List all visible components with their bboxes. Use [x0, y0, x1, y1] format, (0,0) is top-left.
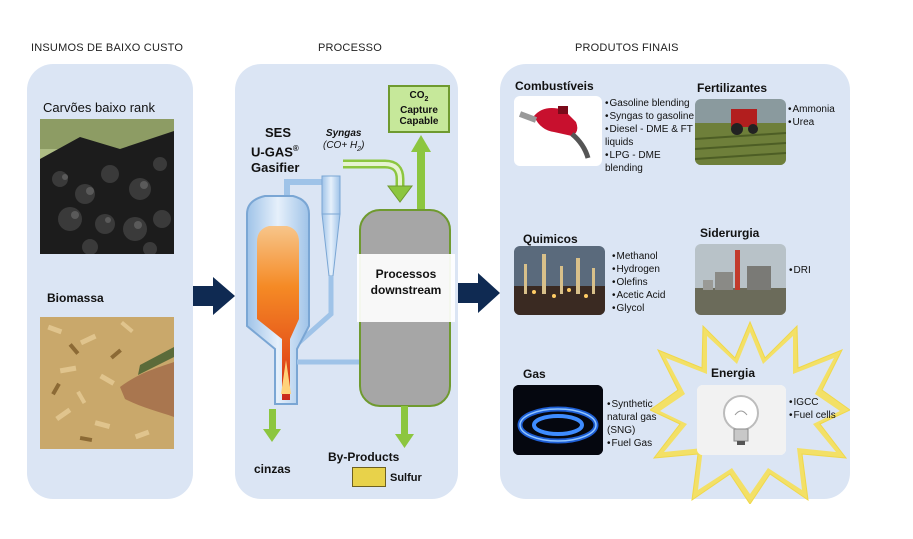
co2-sub: 2: [424, 96, 429, 103]
chemicals-item: Glycol: [612, 302, 692, 315]
fuels-item: Syngas to gasoline: [605, 110, 697, 123]
fuels-list: Gasoline blending Syngas to gasoline Die…: [605, 97, 697, 175]
byproducts-label: By-Products: [328, 450, 400, 464]
gasifier-line3: Gasifier: [251, 160, 300, 176]
co2-arrow-head: [411, 135, 431, 152]
biomass-image: [40, 317, 174, 449]
fertilizers-item: Ammonia: [788, 103, 848, 116]
co2-capture-box: CO2 Capture Capable: [388, 85, 450, 133]
energy-item: IGCC: [789, 396, 847, 409]
co2-text: CO: [409, 90, 425, 101]
steel-title: Siderurgia: [700, 226, 760, 240]
chemicals-item: Methanol: [612, 250, 692, 263]
process-diagram: [246, 135, 455, 448]
fuels-image: [514, 96, 602, 166]
header-process: PROCESSO: [318, 42, 382, 54]
sulfur-label: Sulfur: [390, 472, 422, 484]
sulfur-image: [352, 467, 386, 487]
coal-image: [40, 119, 174, 254]
syngas-sub: 2: [357, 146, 362, 153]
chemicals-list: Methanol Hydrogen Olefins Acetic Acid Gl…: [612, 250, 692, 315]
syngas-arrow-head: [387, 185, 413, 203]
gas-item: Synthetic natural gas (SNG): [607, 398, 669, 437]
gas-item: Fuel Gas: [607, 437, 669, 450]
cyclone: [321, 175, 341, 215]
header-products: PRODUTOS FINAIS: [575, 42, 679, 54]
byproduct-arrow: [395, 434, 414, 448]
syngas-formula: (CO+ H: [323, 140, 358, 151]
downstream-line2: downstream: [370, 283, 442, 297]
fertilizers-list: Ammonia Urea: [788, 103, 848, 129]
gas-image: [513, 385, 603, 455]
gasifier-flame: [257, 226, 299, 400]
energy-item: Fuel cells: [789, 409, 847, 422]
co2-arrow-shaft: [417, 150, 425, 212]
fertilizers-title: Fertilizantes: [697, 81, 768, 95]
gasifier-line2: U-GAS: [251, 144, 293, 160]
energy-image: [697, 385, 786, 455]
ash-arrow: [263, 429, 281, 442]
gas-title: Gas: [523, 367, 546, 381]
arrow-process-to-products: [458, 273, 500, 313]
chemicals-image: [514, 246, 605, 315]
arrow-inputs-to-process: [193, 277, 235, 315]
downstream-label: Processos downstream: [357, 266, 455, 298]
chemicals-title: Quimicos: [523, 232, 578, 246]
gas-list: Synthetic natural gas (SNG) Fuel Gas: [607, 398, 669, 450]
fuels-item: Gasoline blending: [605, 97, 697, 110]
fuels-item: Diesel - DME & FT liquids: [605, 123, 697, 149]
fuels-item: LPG - DME blending: [605, 149, 697, 175]
gasifier-label: SES U-GAS® Gasifier: [251, 125, 299, 176]
header-inputs: INSUMOS DE BAIXO CUSTO: [31, 42, 184, 54]
co2-capable-text: Capable: [399, 116, 439, 127]
fertilizers-image: [695, 99, 786, 165]
energy-title: Energia: [711, 366, 756, 380]
chemicals-item: Acetic Acid: [612, 289, 692, 302]
gasifier-reg: ®: [292, 144, 299, 153]
fertilizers-item: Urea: [788, 116, 848, 129]
syngas-name: Syngas: [325, 128, 362, 139]
syngas-label: Syngas (CO+ H2): [323, 128, 364, 156]
steel-list: DRI: [789, 264, 829, 277]
gasifier-line1: SES: [265, 125, 292, 140]
steel-image: [695, 244, 786, 315]
ash-label: cinzas: [254, 462, 291, 476]
downstream-line1: Processos: [375, 267, 437, 281]
steel-item: DRI: [789, 264, 829, 277]
co2-capture-text: Capture: [400, 105, 438, 116]
biomass-label: Biomassa: [47, 291, 104, 305]
syngas-close: ): [361, 140, 365, 151]
syngas-arrow-shaft: [343, 159, 405, 189]
chemicals-item: Hydrogen: [612, 263, 692, 276]
fuels-title: Combustíveis: [515, 79, 594, 93]
chemicals-item: Olefins: [612, 276, 692, 289]
energy-list: IGCC Fuel cells: [789, 396, 847, 422]
coal-label: Carvões baixo rank: [43, 100, 155, 115]
